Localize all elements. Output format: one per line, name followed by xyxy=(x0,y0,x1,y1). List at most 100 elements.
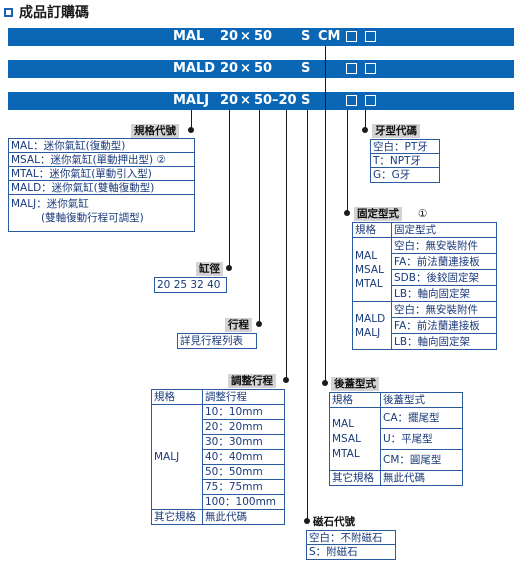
page-title: 成品訂購碼 xyxy=(4,2,89,22)
stroke-values: 詳見行程列表 xyxy=(177,333,257,349)
table-cell: CA：擺尾型 xyxy=(380,407,463,429)
rear-cover-label: 後蓋型式 xyxy=(331,377,379,391)
connector-dot xyxy=(304,518,310,524)
code-magnet: S xyxy=(301,29,311,44)
code-magnet: S xyxy=(301,93,311,108)
code-times: × xyxy=(240,61,251,76)
code-model: MAL xyxy=(173,29,205,44)
adjust-stroke-label: 調整行程 xyxy=(228,374,276,388)
page-title-text: 成品訂購碼 xyxy=(19,5,89,21)
list-item: 空白：PT牙 xyxy=(371,140,439,154)
connector-line xyxy=(229,110,230,270)
code-stroke: 50 xyxy=(254,93,273,108)
table-cell: 100：100mm xyxy=(202,494,285,510)
list-item: MSAL：迷你氣缸(單動押出型) ② xyxy=(9,153,194,167)
bore-label: 缸徑 xyxy=(196,262,223,276)
code-bore: 20 xyxy=(220,29,239,44)
spec-name: MSAL xyxy=(355,263,384,276)
thread-list: 空白：PT牙 T：NPT牙 G：G牙 xyxy=(370,139,440,183)
connector-line xyxy=(307,110,308,521)
code-model: MALJ xyxy=(173,93,210,108)
list-item: MAL：迷你氣缸(復動型) xyxy=(9,139,194,153)
table-head-cell: 後蓋型式 xyxy=(380,392,463,408)
table-head-cell: 固定型式 xyxy=(391,222,497,238)
list-item: T：NPT牙 xyxy=(371,154,439,168)
table-cell: 50：50mm xyxy=(202,464,285,480)
spec-name: MTAL xyxy=(355,277,383,290)
connector-dot xyxy=(188,127,194,133)
list-item: MTAL：迷你氣缸(單動引入型) xyxy=(9,167,194,181)
table-cell: 空白：無安裝附件 xyxy=(391,237,497,254)
table-cell: 無此代碼 xyxy=(380,470,463,486)
code-slot-box xyxy=(365,63,376,74)
magnet-label: 磁石代號 xyxy=(313,516,355,528)
code-model: MALD xyxy=(173,61,216,76)
square-bullet-icon xyxy=(4,7,13,17)
table-cell: 40：40mm xyxy=(202,449,285,465)
table-cell: 20：20mm xyxy=(202,419,285,435)
adjust-stroke-table: 規格 調整行程 MALJ 10：10mm 20：20mm 30：30mm 40：… xyxy=(151,389,285,525)
code-bore: 20 xyxy=(220,61,239,76)
connector-dot xyxy=(256,321,262,327)
table-spec-cell: MALD MALJ xyxy=(352,301,392,350)
spec-name: MALD xyxy=(355,312,386,325)
list-item: S：附磁石 xyxy=(309,546,358,558)
code-slot-box xyxy=(346,63,357,74)
code-rear-cover: CM xyxy=(318,29,341,44)
connector-line xyxy=(191,110,192,132)
table-head-cell: 規格 xyxy=(329,392,381,408)
spec-name: MAL xyxy=(355,249,378,262)
spec-name: MSAL xyxy=(332,432,361,445)
connector-line xyxy=(259,110,260,326)
code-times: × xyxy=(240,93,251,108)
table-cell: 其它規格 xyxy=(329,470,381,486)
list-item: MALD：迷你氣缸(雙軸復動型) xyxy=(9,181,194,195)
table-cell: 75：75mm xyxy=(202,479,285,495)
connector-dot xyxy=(322,380,328,386)
table-cell: 30：30mm xyxy=(202,434,285,450)
table-cell: LB：軸向固定架 xyxy=(391,285,497,302)
order-code-band-malj: MALJ 20 × 50 –20 S xyxy=(8,92,514,110)
thread-label: 牙型代碼 xyxy=(372,124,420,138)
stroke-label: 行程 xyxy=(225,318,252,332)
list-item: (雙軸復動行程可調型) xyxy=(41,212,144,224)
table-cell: LB：軸向固定架 xyxy=(391,333,497,350)
table-cell: 無此代碼 xyxy=(202,509,285,525)
table-spec-cell: MAL MSAL MTAL xyxy=(352,237,392,302)
table-cell: 其它規格 xyxy=(151,509,203,525)
code-slot-box xyxy=(346,31,357,42)
table-head-cell: 規格 xyxy=(151,389,203,405)
order-code-band-mal: MAL 20 × 50 S CM xyxy=(8,28,514,46)
connector-line xyxy=(286,110,287,382)
table-spec-cell: MAL MSAL MTAL xyxy=(329,407,381,471)
table-cell: CM：圓尾型 xyxy=(380,449,463,471)
connector-line xyxy=(365,110,366,130)
spec-code-list: MAL：迷你氣缸(復動型) MSAL：迷你氣缸(單動押出型) ② MTAL：迷你… xyxy=(8,138,195,232)
bore-values: 20 25 32 40 xyxy=(154,277,227,293)
list-item: MALJ：迷你氣缸 xyxy=(11,198,89,210)
spec-code-label: 規格代號 xyxy=(131,124,179,138)
bore-value-text: 20 25 32 40 xyxy=(157,279,221,291)
magnet-list: 空白：不附磁石 S：附磁石 xyxy=(306,530,396,560)
table-cell: U：平尾型 xyxy=(380,428,463,450)
code-slot-box xyxy=(365,95,376,106)
table-cell: SDB：後鉸固定架 xyxy=(391,269,497,286)
table-cell: FA：前法蘭連接板 xyxy=(391,317,497,334)
table-cell: FA：前法蘭連接板 xyxy=(391,253,497,270)
mount-label: 固定型式 xyxy=(354,207,402,221)
connector-dot xyxy=(362,127,368,133)
mount-table: 規格 固定型式 MAL MSAL MTAL 空白：無安裝附件 FA：前法蘭連接板… xyxy=(352,222,497,350)
stroke-value-text: 詳見行程列表 xyxy=(180,335,243,347)
table-head-cell: 調整行程 xyxy=(202,389,285,405)
connector-dot xyxy=(226,265,232,271)
table-cell: 10：10mm xyxy=(202,404,285,420)
code-bore: 20 xyxy=(220,93,239,108)
table-cell: 空白：無安裝附件 xyxy=(391,301,497,318)
rear-cover-table: 規格 後蓋型式 MAL MSAL MTAL CA：擺尾型 U：平尾型 CM：圓尾… xyxy=(329,392,463,486)
code-stroke: 50 xyxy=(254,29,273,44)
order-code-band-mald: MALD 20 × 50 S xyxy=(8,60,514,78)
code-stroke: 50 xyxy=(254,61,273,76)
table-spec-cell: MALJ xyxy=(151,404,203,510)
table-head-cell: 規格 xyxy=(352,222,392,238)
spec-name: MTAL xyxy=(332,447,360,460)
